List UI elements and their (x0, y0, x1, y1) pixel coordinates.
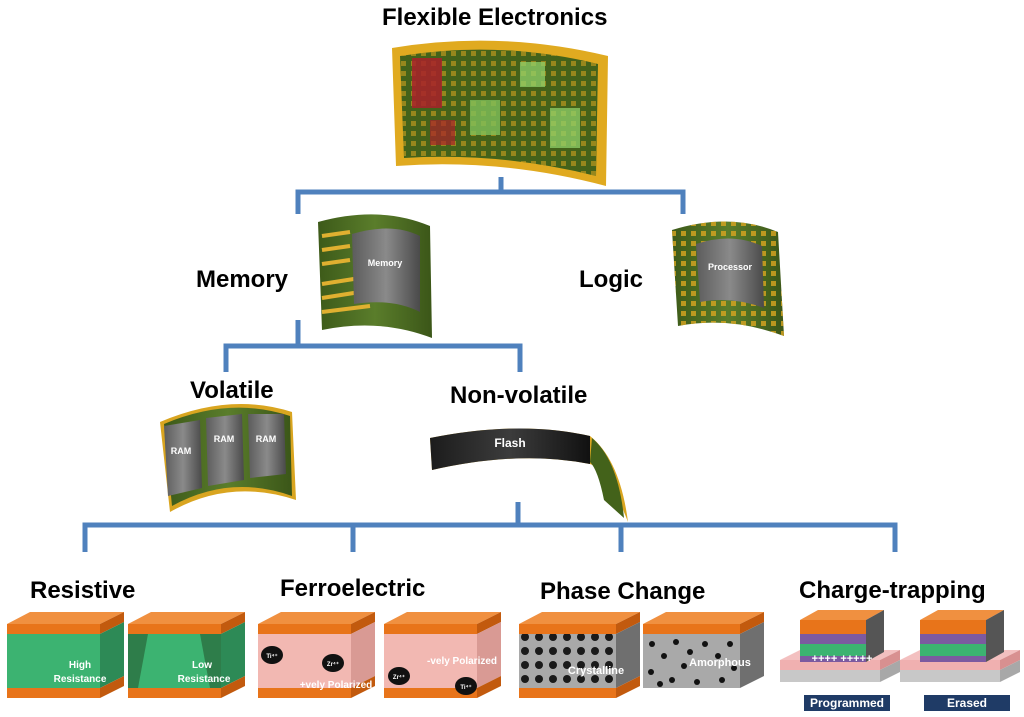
charges-label: ++++ +++++ (812, 653, 873, 665)
tree-connectors (82, 177, 898, 552)
ram-label-2: RAM (214, 434, 235, 444)
flash-board-illustration: Flash (430, 428, 628, 522)
amorphous-label: Amorphous (689, 657, 751, 669)
charge-programmed-cell: ++++ +++++ (780, 610, 900, 682)
low-resistance-line1: Low (192, 660, 212, 671)
charge-erased-cell (900, 610, 1020, 682)
high-resistance-line2: Resistance (54, 674, 107, 685)
ferroelectric-positive-cell: Ti⁴⁺ Zr⁴⁺ +vely Polarized (258, 612, 375, 698)
phase-crystalline-cell: Crystalline (519, 612, 640, 698)
memory-heading: Memory (196, 266, 289, 293)
high-resistance-line1: High (69, 660, 91, 671)
connector-level3 (82, 522, 898, 552)
positive-polarized-label: +vely Polarized (300, 680, 373, 691)
flash-label: Flash (494, 436, 525, 450)
programmed-tag: Programmed (804, 695, 890, 711)
ferro-ti-ion-2: Ti⁴⁺ (460, 684, 471, 691)
memory-chip-illustration: Memory (318, 214, 432, 338)
low-resistance-line2: Resistance (178, 674, 231, 685)
crystalline-label: Crystalline (568, 665, 624, 677)
processor-chip-illustration: Processor (672, 221, 784, 336)
connector-level1 (295, 189, 686, 214)
page-title: Flexible Electronics (382, 4, 608, 31)
connector-level2 (223, 343, 523, 372)
ferroelectric-negative-cell: Zr⁴⁺ Ti⁴⁺ -vely Polarized (384, 612, 501, 698)
logic-heading: Logic (579, 266, 643, 293)
ram-board-illustration: RAM RAM RAM (160, 404, 296, 512)
processor-chip-label: Processor (708, 262, 753, 272)
negative-polarized-label: -vely Polarized (427, 656, 497, 667)
ferro-ti-ion-1: Ti⁴⁺ (266, 653, 277, 660)
memory-chip-label: Memory (368, 258, 403, 268)
charge-trapping-heading: Charge-trapping (799, 577, 986, 604)
ram-label-1: RAM (171, 446, 192, 456)
volatile-heading: Volatile (190, 377, 274, 404)
ferro-zr-ion-1: Zr⁴⁺ (327, 661, 339, 668)
resistive-low-cell: Low Resistance (128, 612, 245, 698)
phase-amorphous-cell: Amorphous (643, 612, 764, 688)
nonvolatile-heading: Non-volatile (450, 382, 588, 409)
phase-change-heading: Phase Change (540, 578, 706, 605)
resistive-high-cell: High Resistance (7, 612, 124, 698)
resistive-heading: Resistive (30, 577, 136, 604)
ram-label-3: RAM (256, 434, 277, 444)
flexible-board-illustration (392, 40, 608, 186)
erased-tag: Erased (924, 695, 1010, 711)
ferroelectric-heading: Ferroelectric (280, 575, 426, 602)
ferro-zr-ion-2: Zr⁴⁺ (393, 674, 405, 681)
